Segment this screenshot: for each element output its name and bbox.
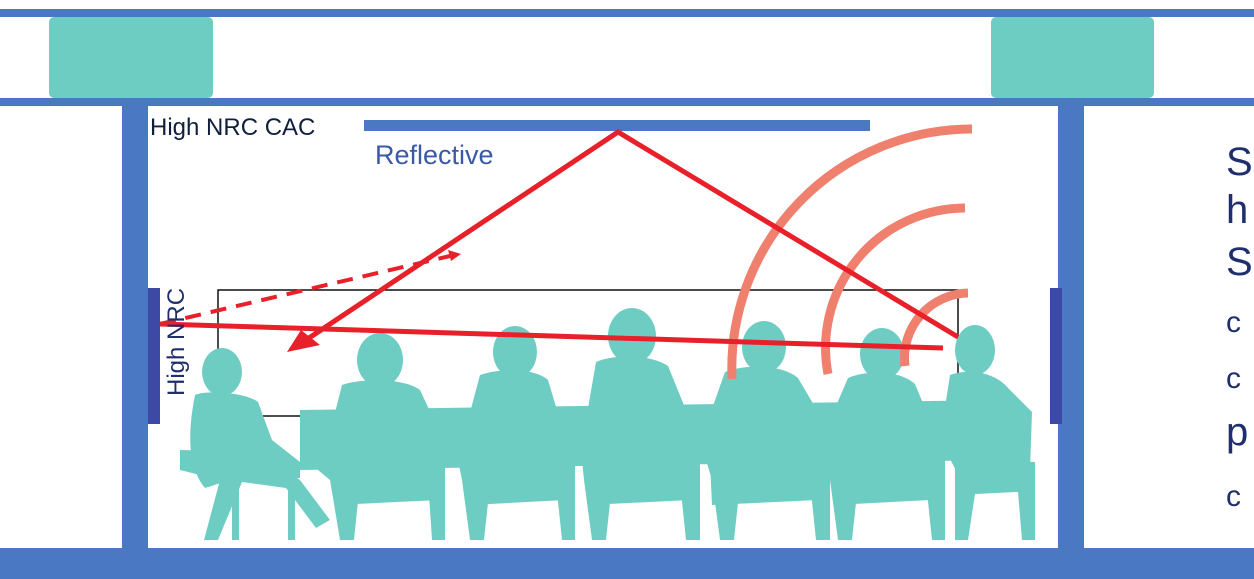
- floor-slab: [0, 548, 1254, 579]
- side-text-letter: c: [1226, 362, 1241, 395]
- reflective-panel-label: Reflective: [375, 140, 494, 170]
- side-text-letter: S: [1226, 240, 1253, 284]
- sound-paths: [159, 129, 960, 352]
- sound-wave-arc-large: [727, 124, 973, 380]
- right-wall: [1058, 98, 1084, 553]
- building-structure: [0, 9, 1254, 579]
- roof-line: [0, 9, 1254, 17]
- person-silhouette: [310, 333, 445, 540]
- wall-absorption-label: High NRC: [163, 287, 190, 396]
- side-text-letter: c: [1226, 306, 1241, 339]
- reflective-panel: [364, 120, 870, 131]
- plenum-panel-left: [49, 17, 213, 98]
- wall-absorber-left: [148, 288, 160, 424]
- meeting-silhouettes: [180, 308, 1035, 540]
- person-silhouette: [180, 348, 330, 540]
- side-text-letter: h: [1226, 188, 1249, 232]
- wall-absorber-right: [1050, 288, 1062, 424]
- diverted-sound-path: [159, 254, 451, 326]
- left-wall: [122, 98, 148, 553]
- reflection-arrowhead: [287, 330, 320, 352]
- sound-wave-arc-medium: [821, 203, 966, 375]
- person-silhouette: [820, 328, 945, 540]
- side-text-letter: S: [1226, 140, 1253, 184]
- plenum-panel-right: [991, 17, 1154, 98]
- person-silhouette: [940, 325, 1035, 540]
- side-text-letter: c: [1226, 480, 1241, 513]
- ceiling-absorption-label: High NRC CAC: [150, 114, 316, 141]
- side-text-letter: p: [1226, 410, 1249, 454]
- person-silhouette: [580, 308, 700, 540]
- ceiling-reflection-path: [304, 129, 960, 343]
- person-silhouette: [455, 326, 575, 540]
- direct-sound-path: [159, 321, 944, 351]
- diverted-arrowhead: [448, 250, 461, 261]
- plenum-panels: [49, 17, 1154, 98]
- ceiling-line: [0, 98, 1254, 106]
- person-silhouette: [700, 321, 830, 540]
